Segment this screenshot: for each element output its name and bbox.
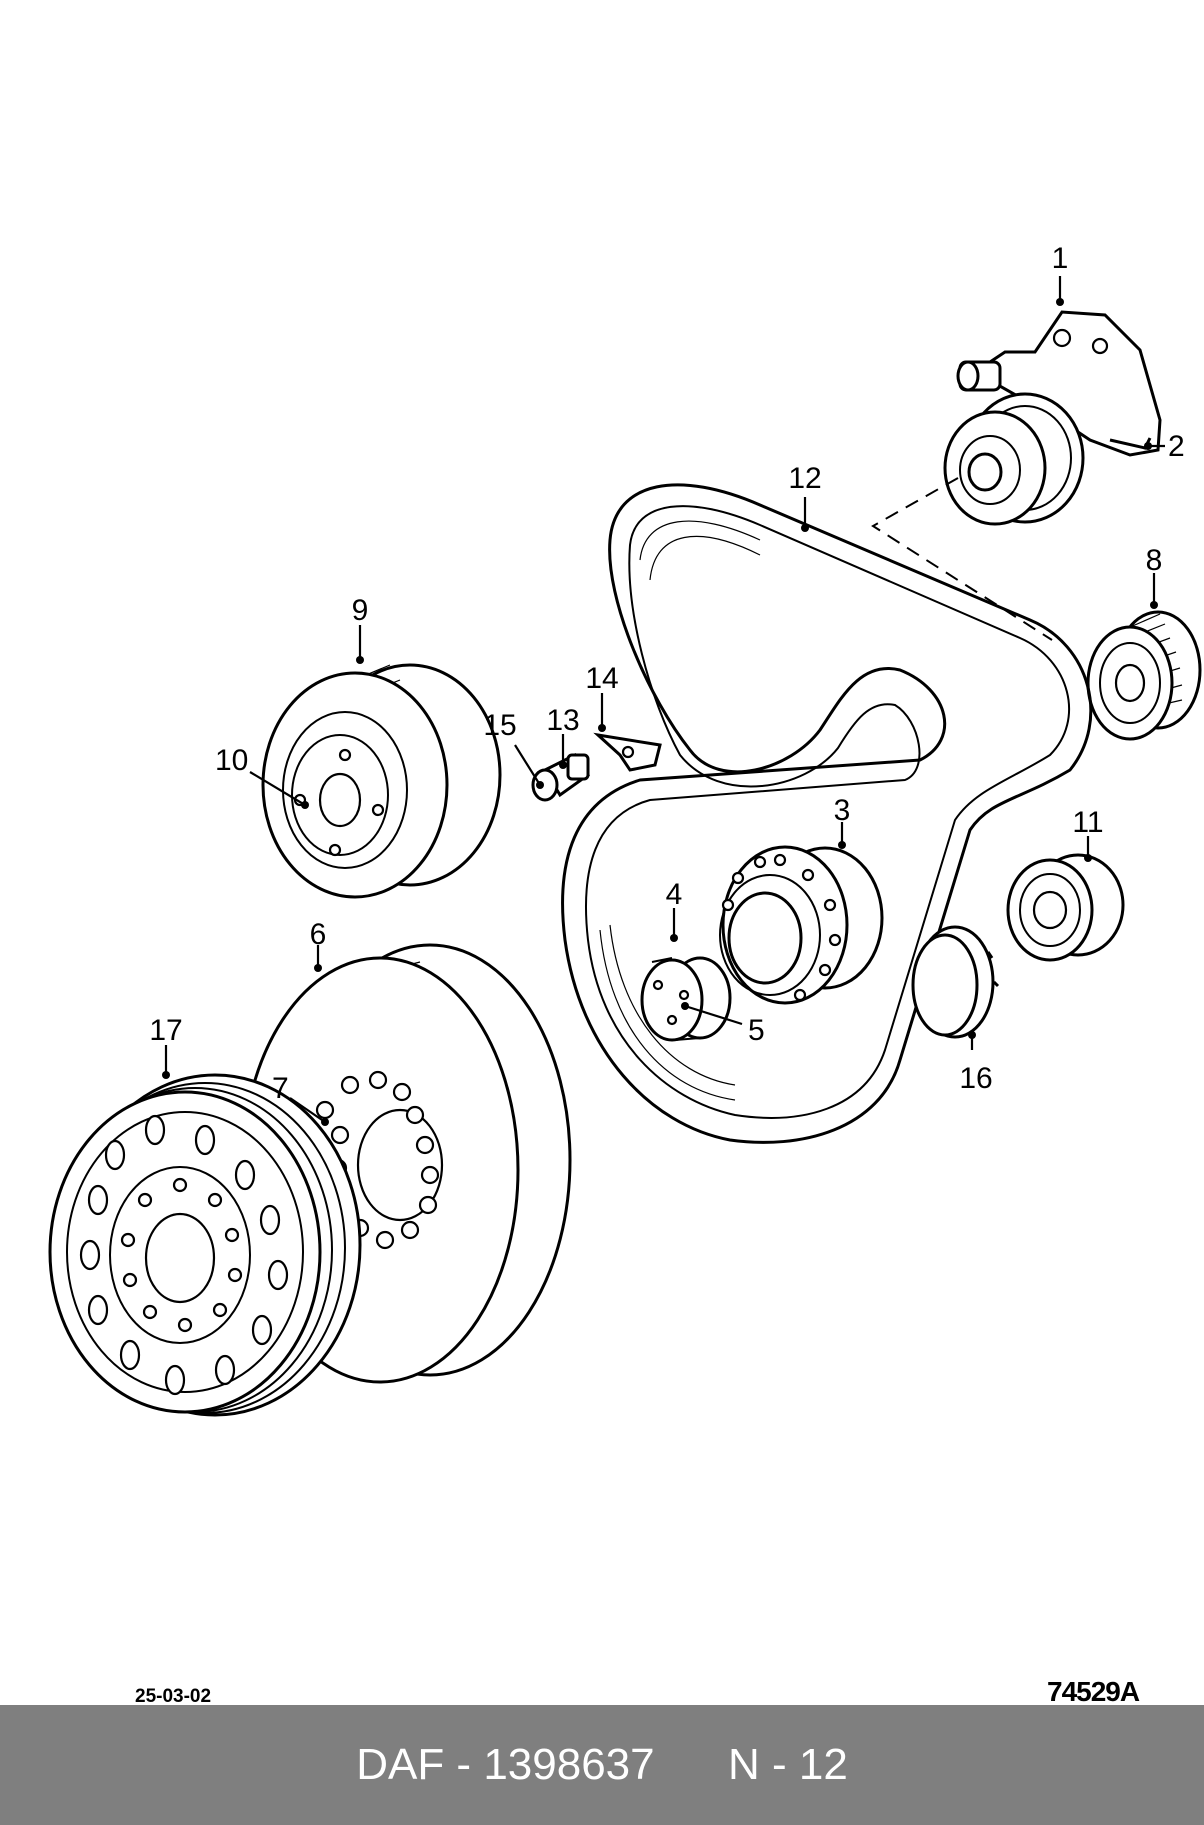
belt-tensioner: [943, 310, 1162, 526]
part-number: 1398637: [483, 1740, 655, 1789]
callout-5: 5: [681, 1002, 765, 1047]
hub-3: [719, 845, 884, 1005]
section-code: N - 12: [727, 1740, 848, 1789]
callout-3: 3: [834, 794, 851, 849]
callout-label-12: 12: [788, 462, 821, 495]
small-parts-13-14-15: [531, 732, 662, 802]
callout-label-9: 9: [352, 594, 369, 627]
pulley-11: [1006, 853, 1125, 962]
callout-label-7: 7: [272, 1072, 289, 1105]
callout-16: 16: [959, 1031, 993, 1095]
callout-label-14: 14: [585, 662, 618, 695]
callout-label-10: 10: [215, 744, 248, 777]
brand-label: DAF: [356, 1740, 445, 1789]
callout-label-1: 1: [1052, 242, 1069, 275]
drawing-date: 25-03-02: [135, 1686, 212, 1707]
callout-label-6: 6: [310, 918, 327, 951]
drawing-code: 74529A: [1047, 1676, 1140, 1707]
exploded-parts-diagram: 1 2 3 4 5 6 7 8 9 10 11 12: [48, 242, 1202, 1417]
callout-4: 4: [666, 878, 683, 942]
callout-label-16: 16: [959, 1062, 992, 1095]
callout-label-11: 11: [1072, 806, 1103, 839]
callout-14: 14: [585, 662, 619, 732]
callout-17: 17: [149, 1014, 183, 1079]
pulley-9: [261, 663, 502, 899]
spacer: [655, 1740, 728, 1790]
callout-label-3: 3: [834, 794, 851, 827]
vibration-damper-17: [48, 1073, 362, 1417]
callout-label-8: 8: [1146, 544, 1163, 577]
alignment-dashed-line: [871, 477, 1053, 641]
callout-1: 1: [1052, 242, 1069, 306]
callout-label-13: 13: [546, 704, 579, 737]
callout-label-15: 15: [483, 709, 516, 742]
callout-9: 9: [352, 594, 369, 664]
callout-6: 6: [310, 918, 327, 972]
spacer-4: [640, 956, 732, 1042]
callout-15: 15: [483, 709, 544, 789]
poly-v-belt: [561, 483, 1093, 1144]
callout-label-2: 2: [1168, 430, 1185, 463]
callout-7: 7: [272, 1072, 329, 1126]
separator-dash: -: [444, 1740, 484, 1789]
callout-label-4: 4: [666, 878, 683, 911]
callout-13: 13: [546, 704, 580, 769]
part-number-footer-bar: DAF - 1398637 N - 12: [0, 1705, 1204, 1825]
callout-11: 11: [1072, 806, 1104, 862]
callout-label-17: 17: [149, 1014, 182, 1047]
idler-pulley-8: [1086, 610, 1202, 741]
callout-label-5: 5: [748, 1014, 765, 1047]
cover-16: [911, 925, 1000, 1039]
callout-12: 12: [788, 462, 822, 532]
callout-10: 10: [215, 744, 309, 809]
callout-2: 2: [1144, 430, 1185, 463]
callout-8: 8: [1146, 544, 1163, 609]
